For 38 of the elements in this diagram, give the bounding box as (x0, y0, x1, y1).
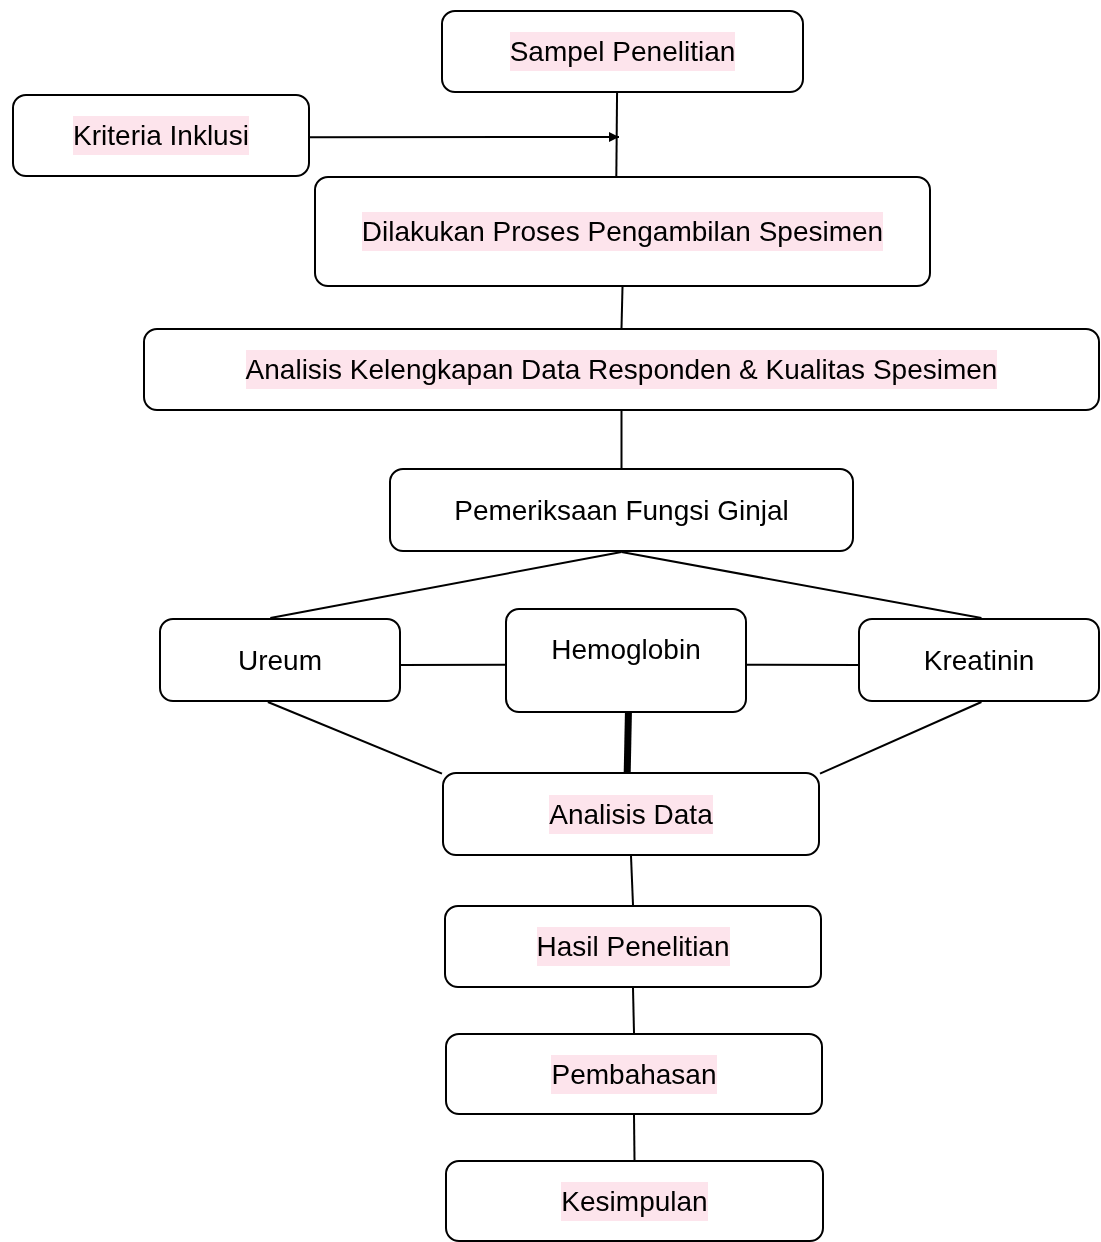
process-box (12, 94, 310, 177)
box-label: Hemoglobin (551, 633, 701, 667)
box-label: Dilakukan Proses Pengambilan Spesimen (361, 212, 884, 251)
connector-line (623, 712, 632, 773)
connector-line (620, 410, 623, 469)
box-label: Ureum (238, 643, 322, 678)
connector-line (266, 701, 443, 775)
connector-line (400, 663, 506, 667)
process-box (441, 10, 804, 93)
process-box (858, 618, 1100, 702)
box-label: Hasil Penelitian (536, 927, 730, 966)
connector-line (620, 286, 624, 329)
connector-line (819, 701, 983, 775)
connector-line (746, 663, 859, 667)
process-box (314, 176, 931, 287)
box-label: Analisis Kelengkapan Data Responden & Kualitas Spesimen (245, 350, 998, 389)
connector-line (630, 855, 634, 906)
process-box (445, 1160, 824, 1242)
connector-line (615, 92, 619, 177)
connector-line (269, 551, 623, 619)
process-box (389, 468, 854, 552)
process-box (143, 328, 1100, 411)
arrow (309, 132, 620, 142)
process-box (505, 608, 747, 713)
connector-line (632, 987, 635, 1034)
box-label: Pembahasan (551, 1054, 717, 1094)
box-label: Sampel Penelitian (509, 32, 736, 71)
process-box (442, 772, 820, 856)
box-label: Kreatinin (923, 643, 1035, 678)
process-box (444, 905, 822, 988)
connector-line (633, 1114, 636, 1161)
box-label: Pemeriksaan Fungsi Ginjal (454, 493, 789, 528)
process-box (159, 618, 401, 702)
box-label: Kesimpulan (561, 1181, 708, 1221)
box-label: Analisis Data (549, 794, 713, 834)
process-box (445, 1033, 823, 1115)
box-label: Kriteria Inklusi (73, 116, 249, 155)
connector-line (620, 551, 983, 619)
